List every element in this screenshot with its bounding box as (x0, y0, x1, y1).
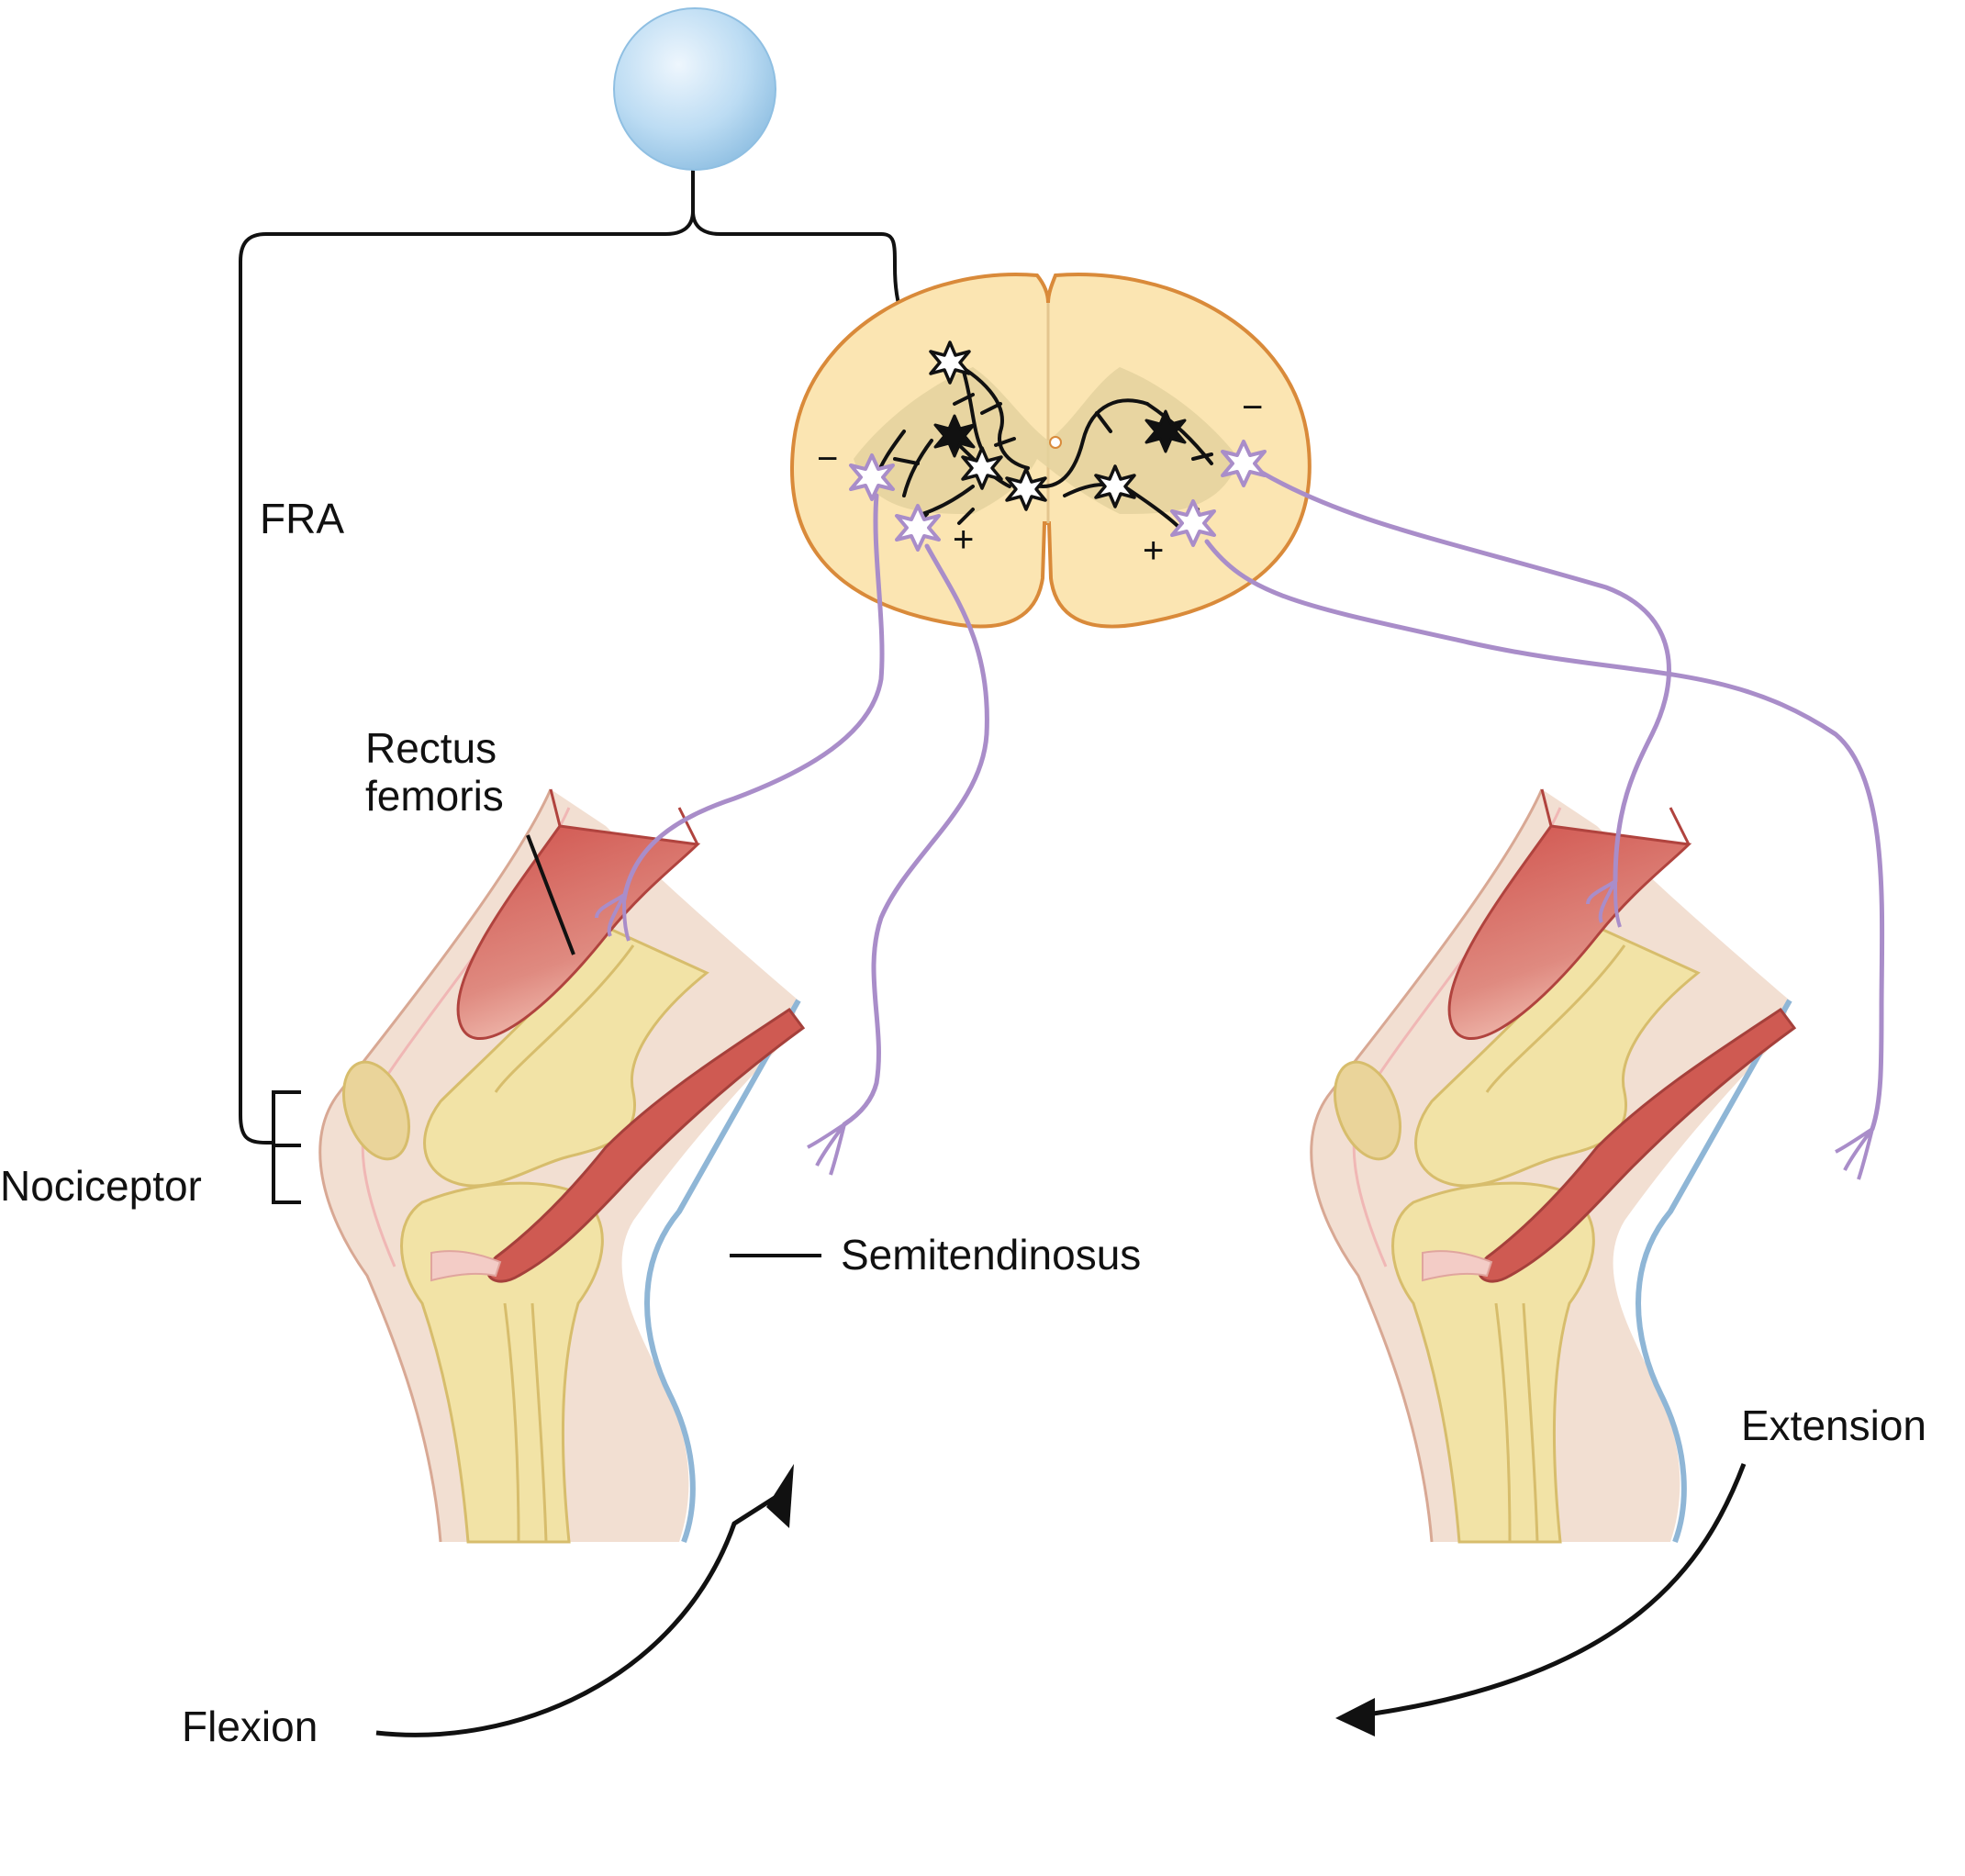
motor-axons (621, 470, 1885, 1132)
flexion-arrow (375, 1489, 787, 1737)
extension-label: Extension (1741, 1401, 1927, 1449)
semitendinosus-label: Semitendinosus (841, 1231, 1142, 1279)
sensory-cell-body (613, 7, 776, 171)
pointer-lines (526, 834, 821, 1257)
right-inhibit-sign: − (1242, 387, 1264, 428)
right-leg-extension (1312, 789, 1794, 1542)
flexion-label: Flexion (182, 1703, 318, 1750)
right-excite-sign: + (1143, 530, 1165, 571)
rectus-femoris-label: Rectus femoris (365, 724, 504, 820)
motion-arrows (375, 1463, 1747, 1737)
spinal-cord-section (790, 273, 1312, 629)
left-excite-sign: + (953, 519, 975, 560)
motor-endplates (595, 879, 1874, 1180)
left-inhibit-sign: − (817, 439, 839, 479)
left-leg-flexion (320, 789, 803, 1542)
flexion-arrowhead-icon (766, 1464, 794, 1528)
fra-label: FRA (260, 495, 344, 542)
nociceptor-label: Nociceptor (0, 1162, 202, 1210)
extension-arrowhead-icon (1335, 1698, 1375, 1736)
extension-arrow (1353, 1463, 1747, 1719)
rectus-femoris-pointer (526, 834, 575, 955)
